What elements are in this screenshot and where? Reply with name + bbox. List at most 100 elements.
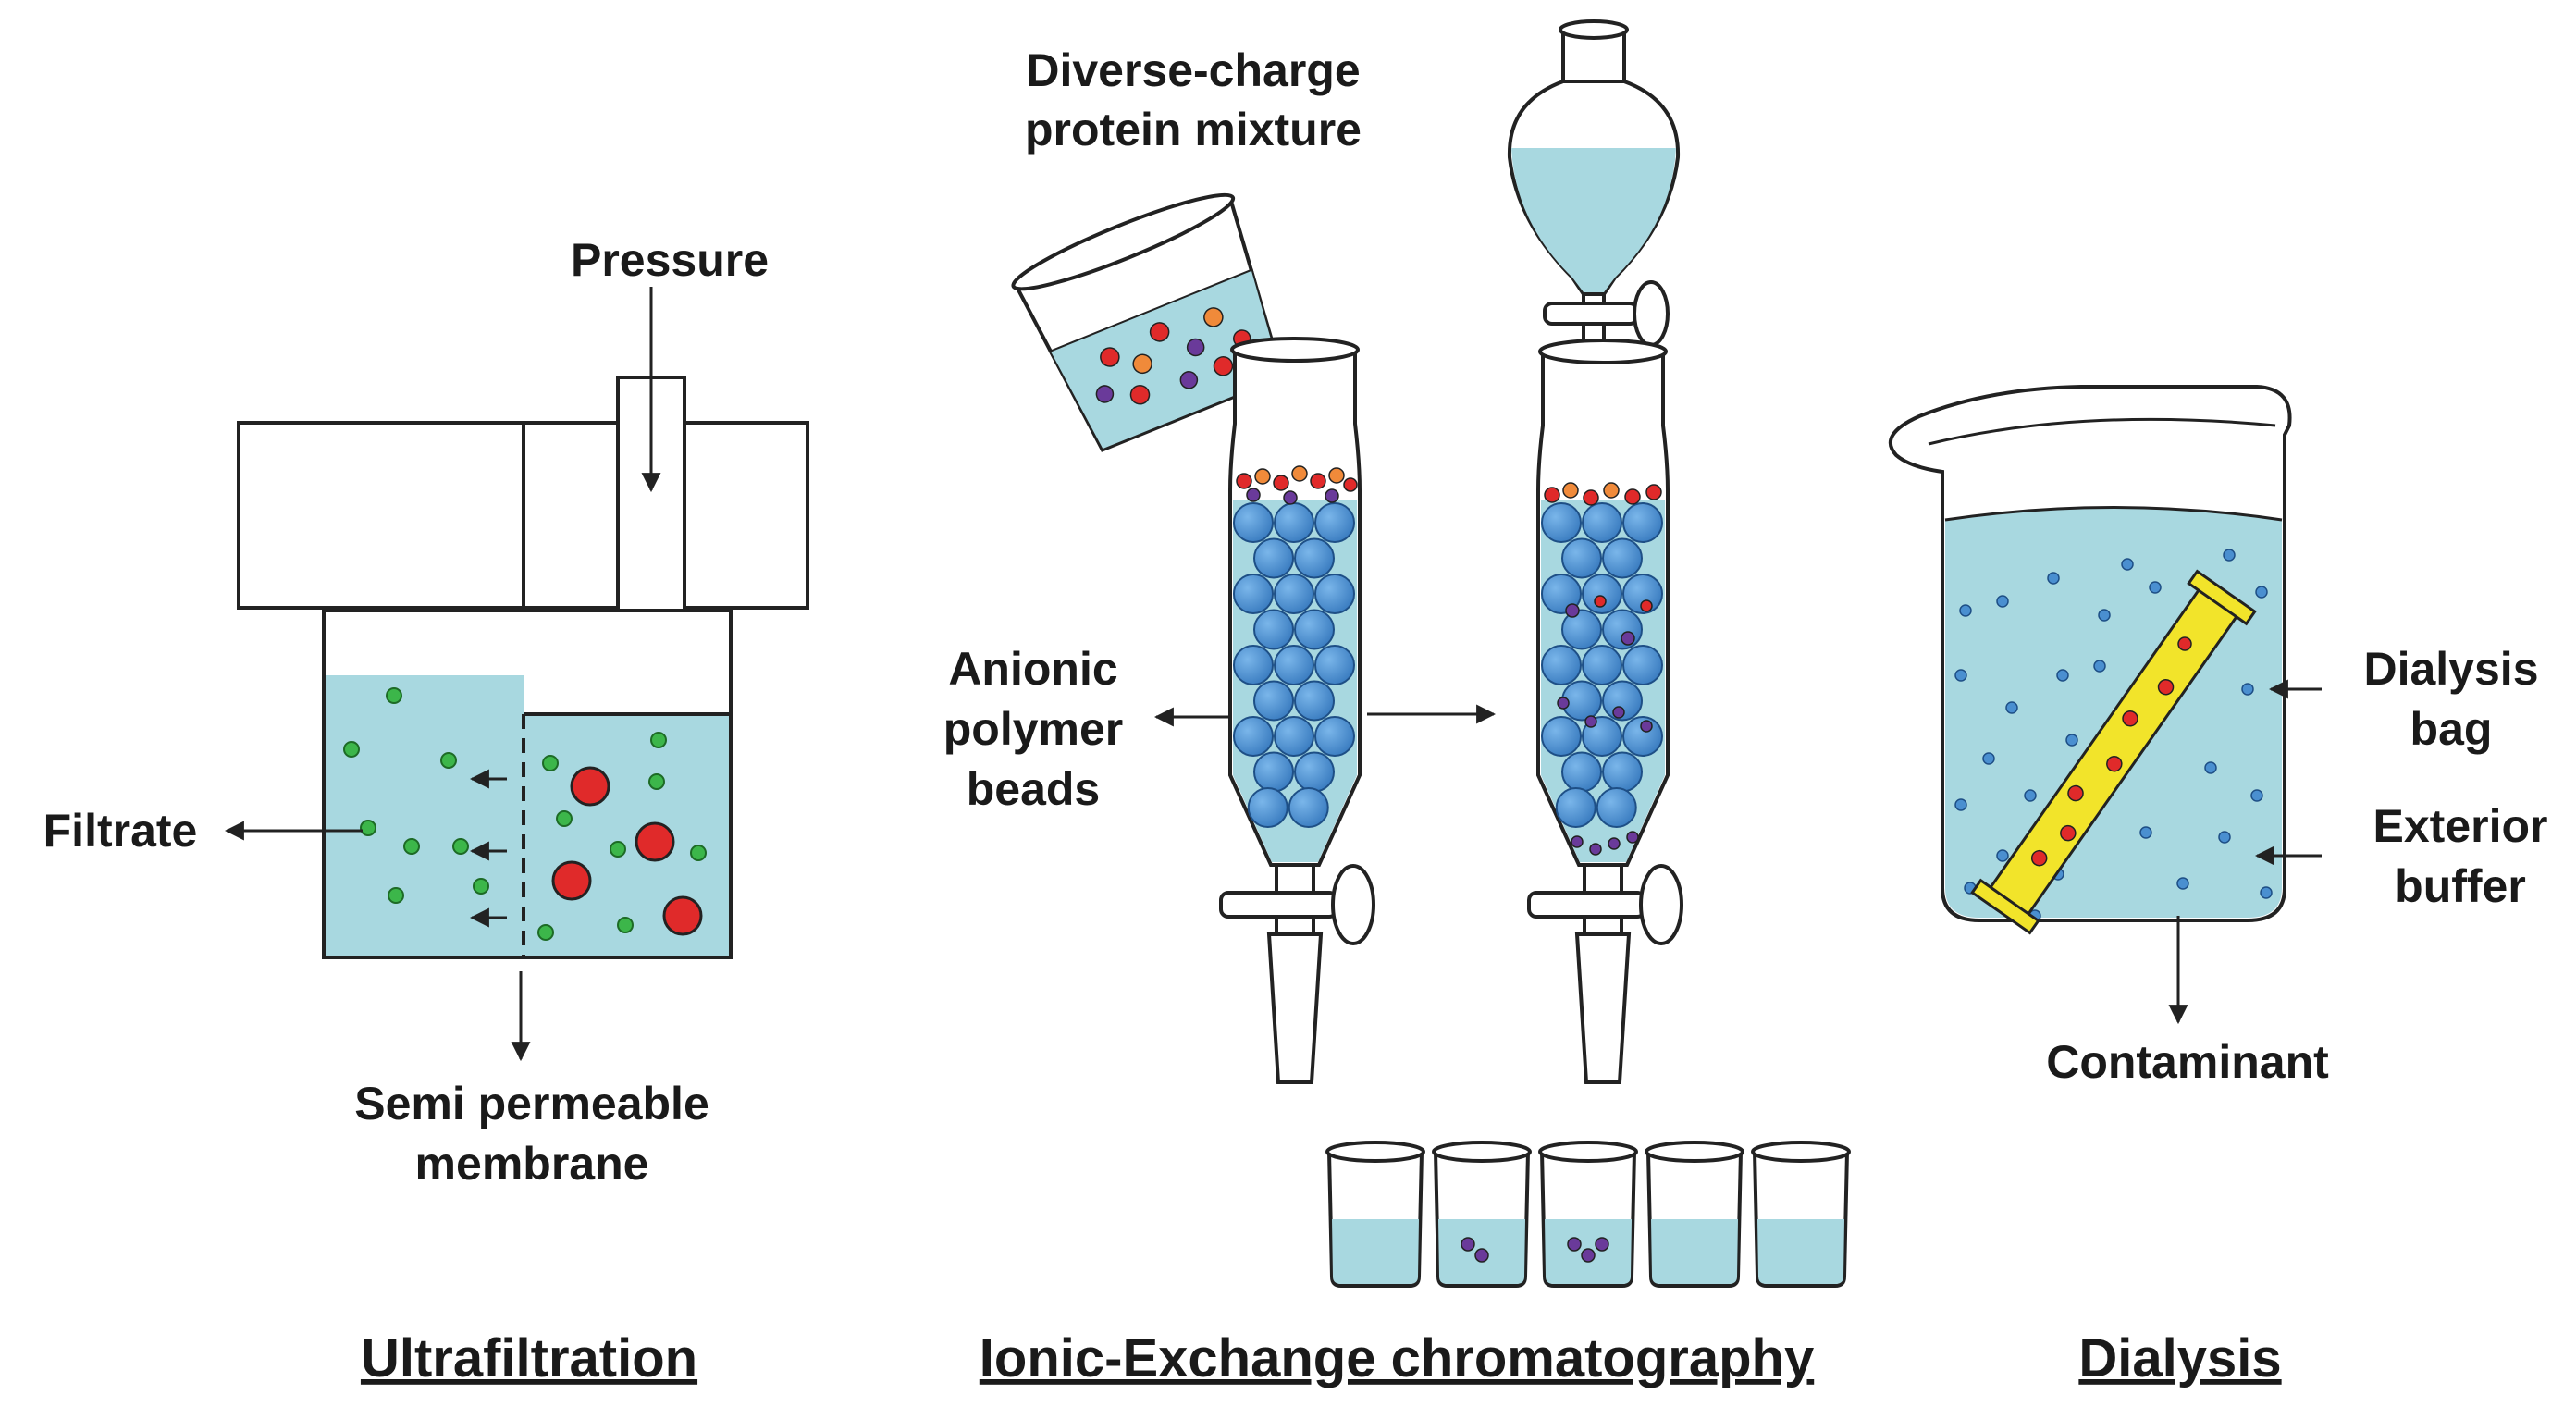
beads-label-line2: polymer bbox=[943, 703, 1124, 755]
eluted-protein bbox=[1461, 1237, 1475, 1252]
fraction-beaker bbox=[1538, 1141, 1638, 1288]
fraction-beaker bbox=[1751, 1141, 1851, 1288]
contaminant-dot bbox=[1954, 798, 1967, 811]
bead bbox=[1294, 751, 1335, 793]
bead bbox=[1314, 716, 1355, 757]
dialysis-panel: Dialysis bag Exterior buffer Contaminant… bbox=[1888, 385, 2548, 1388]
contaminant-dot bbox=[1959, 604, 1972, 617]
flow-arrows bbox=[469, 769, 507, 928]
contaminant-particles bbox=[1954, 549, 2273, 922]
buffer-label-line1: Exterior bbox=[2373, 800, 2548, 852]
fraction-beaker bbox=[1432, 1141, 1532, 1288]
chromatography-title: Ionic-Exchange chromatography bbox=[980, 1328, 1814, 1388]
pressure-label: Pressure bbox=[571, 234, 769, 286]
dialysis-title: Dialysis bbox=[2078, 1328, 2281, 1388]
bead bbox=[1582, 574, 1622, 614]
contaminant-dot bbox=[2255, 586, 2268, 599]
bead bbox=[1561, 609, 1602, 650]
contaminant-dot bbox=[2024, 789, 2037, 802]
bead bbox=[1253, 537, 1294, 579]
pouring-beaker bbox=[1011, 192, 1285, 452]
mixture-label-line1: Diverse-charge bbox=[1026, 44, 1360, 96]
contaminant-label: Contaminant bbox=[2046, 1036, 2329, 1088]
eluted-protein bbox=[1474, 1248, 1489, 1263]
bead bbox=[1274, 502, 1314, 543]
contaminant-dot bbox=[2204, 761, 2217, 774]
bead bbox=[1541, 645, 1582, 685]
bead bbox=[1274, 645, 1314, 685]
bead bbox=[1274, 716, 1314, 757]
contaminant-dot bbox=[2218, 831, 2231, 844]
bead bbox=[1253, 680, 1294, 722]
large-particles bbox=[551, 766, 703, 936]
bead bbox=[1622, 645, 1663, 685]
bead bbox=[1294, 680, 1335, 722]
bead bbox=[1253, 751, 1294, 793]
filtrate-water bbox=[326, 675, 524, 956]
bag-label-line2: bag bbox=[2410, 703, 2493, 755]
column-2 bbox=[1527, 339, 1683, 1084]
contaminant-dot bbox=[2139, 826, 2152, 839]
bag-label-line1: Dialysis bbox=[2363, 643, 2538, 695]
contaminant-dot bbox=[1954, 669, 1967, 682]
bead bbox=[1561, 537, 1602, 579]
bead bbox=[1314, 645, 1355, 685]
bead bbox=[1294, 537, 1335, 579]
eluted-protein bbox=[1567, 1237, 1582, 1252]
membrane-label-line2: membrane bbox=[415, 1138, 649, 1190]
fraction-beaker bbox=[1325, 1141, 1425, 1288]
bead bbox=[1253, 609, 1294, 650]
contaminant-dot bbox=[2250, 789, 2263, 802]
contaminant-dot bbox=[1982, 752, 1995, 765]
ultrafiltration-title: Ultrafiltration bbox=[361, 1328, 697, 1388]
bead bbox=[1541, 716, 1582, 757]
bead bbox=[1233, 645, 1274, 685]
contaminant-dot bbox=[2065, 734, 2078, 747]
contaminant-dot bbox=[2005, 701, 2018, 714]
bead bbox=[1541, 502, 1582, 543]
fraction-beaker bbox=[1645, 1141, 1744, 1288]
contaminant-dot bbox=[1996, 595, 2009, 608]
buffer-label-line2: buffer bbox=[2395, 860, 2526, 912]
contaminant-dot bbox=[2093, 660, 2106, 673]
bead bbox=[1596, 787, 1637, 828]
contaminant-dot bbox=[2176, 877, 2189, 890]
ultrafiltration-panel: Pressure Filtrate Semi permeable membran… bbox=[43, 234, 809, 1388]
membrane-label-line1: Semi permeable bbox=[354, 1078, 709, 1129]
eluted-protein bbox=[1581, 1248, 1596, 1263]
dialysis-bag bbox=[1970, 569, 2257, 935]
bead bbox=[1233, 574, 1274, 614]
beads-label-line1: Anionic bbox=[948, 643, 1117, 695]
bead bbox=[1622, 574, 1663, 614]
eluted-protein bbox=[1595, 1237, 1609, 1252]
contaminant-dot bbox=[2241, 683, 2254, 696]
bead bbox=[1561, 751, 1602, 793]
contaminant-dot bbox=[2121, 558, 2134, 571]
column-1 bbox=[1219, 337, 1375, 1084]
beads-label-line3: beads bbox=[967, 763, 1101, 815]
contaminant-dot bbox=[2047, 572, 2060, 585]
bead bbox=[1294, 609, 1335, 650]
column-1-proteins bbox=[1236, 465, 1358, 505]
column-2-proteins bbox=[1544, 482, 1662, 856]
contaminant-dot bbox=[2098, 609, 2111, 622]
bead bbox=[1622, 502, 1663, 543]
mixture-label-line2: protein mixture bbox=[1025, 104, 1362, 155]
bead bbox=[1602, 751, 1643, 793]
contaminant-dot bbox=[2260, 886, 2273, 899]
bead bbox=[1602, 680, 1643, 722]
bead bbox=[1602, 537, 1643, 579]
bead bbox=[1602, 609, 1643, 650]
contaminant-dot bbox=[2223, 549, 2236, 562]
bead bbox=[1288, 787, 1329, 828]
bead bbox=[1555, 787, 1596, 828]
contaminant-dot bbox=[2149, 581, 2162, 594]
contaminant-dot bbox=[1996, 849, 2009, 862]
contaminant-dot bbox=[2056, 669, 2069, 682]
separatory-funnel bbox=[1507, 19, 1681, 455]
bead bbox=[1582, 502, 1622, 543]
filtrate-label: Filtrate bbox=[43, 805, 198, 857]
bead bbox=[1314, 574, 1355, 614]
bead bbox=[1233, 716, 1274, 757]
